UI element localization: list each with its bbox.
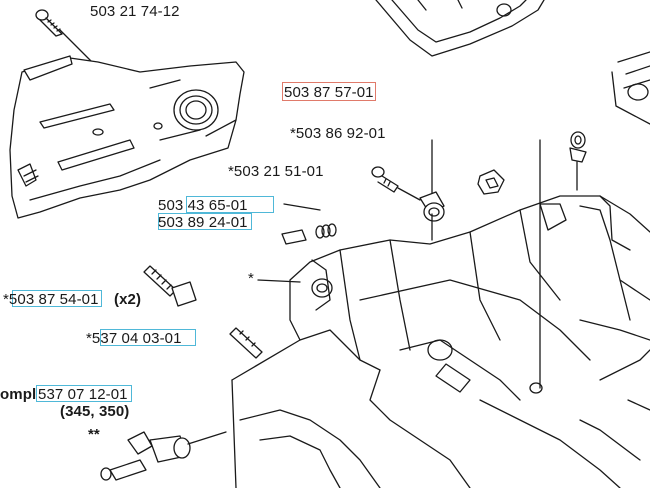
screw-503-21-51-01[interactable] [371, 166, 421, 201]
highlight-part-89-24[interactable] [158, 213, 252, 230]
label-compl-prefix: ompl [0, 386, 37, 403]
label-part-43-65[interactable]: 503 43 65-01 [158, 197, 248, 214]
crankcase-top-fragment[interactable] [375, 0, 545, 57]
label-part-86-92[interactable]: *503 86 92-01 [290, 125, 386, 142]
set-screw-part[interactable] [229, 327, 263, 359]
label-screw-21-51[interactable]: *503 21 51-01 [228, 163, 324, 180]
highlight-compl[interactable] [36, 385, 132, 402]
label-bar-bolt[interactable]: *503 87 54-01 [3, 291, 99, 308]
label-compl-models: (345, 350) [60, 403, 130, 420]
label-asterisk-mid: * [248, 270, 254, 287]
leader-line [283, 203, 321, 211]
air-filter-part[interactable] [611, 51, 650, 125]
clutch-cover-part[interactable] [9, 55, 245, 219]
highlight-set-screw[interactable] [100, 329, 196, 346]
crankcase-main-part[interactable] [231, 195, 650, 488]
label-screw-top[interactable]: 503 21 74-12 [90, 3, 180, 20]
label-bar-bolt-qty: (x2) [114, 291, 142, 308]
highlight-bar-bolt[interactable] [12, 290, 102, 307]
label-double-asterisk: ** [88, 426, 100, 443]
highlight-clutch-cover[interactable] [282, 82, 376, 101]
leader-line [257, 279, 301, 283]
nut-part[interactable] [477, 169, 505, 195]
label-compl-number[interactable]: 537 07 12-01 [38, 386, 128, 403]
label-set-screw[interactable]: *537 04 03-01 [86, 330, 182, 347]
bar-bolt-part[interactable] [143, 265, 197, 307]
spring-part[interactable] [281, 223, 337, 245]
label-part-89-24[interactable]: 503 89 24-01 [158, 214, 248, 231]
part-503-86-92-01[interactable] [419, 139, 445, 222]
label-clutch-cover[interactable]: 503 87 57-01 [284, 84, 374, 101]
screw-top-part[interactable] [35, 9, 63, 37]
small-bolt-part[interactable] [569, 131, 587, 191]
highlight-part-43-65[interactable] [186, 196, 274, 213]
bracket-part[interactable] [100, 431, 227, 481]
